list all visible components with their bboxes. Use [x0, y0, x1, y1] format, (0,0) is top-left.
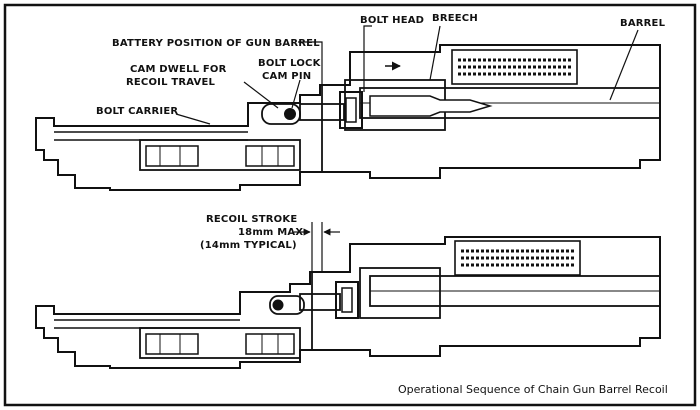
bottom-gun-mechanism [35, 236, 661, 369]
recoil-stroke-label-line3: (14mm TYPICAL) [200, 240, 297, 251]
recoil-stroke-label-line1: RECOIL STROKE [206, 214, 297, 225]
cam-dwell-label-line2: RECOIL TRAVEL [126, 77, 215, 88]
cam-dwell-label-line1: CAM DWELL FOR [130, 64, 227, 75]
figure-caption: Operational Sequence of Chain Gun Barrel… [398, 383, 668, 396]
top-gun-mechanism [35, 44, 661, 191]
battery-position-label: BATTERY POSITION OF GUN BARREL [112, 38, 320, 49]
bolt-lock-label-line2: CAM PIN [262, 71, 311, 82]
breech-label: BREECH [432, 13, 478, 24]
top-leader-lines [175, 25, 639, 125]
bolt-lock-label-line1: BOLT LOCK [258, 58, 322, 69]
barrel-label: BARREL [620, 18, 666, 29]
diagram-border [3, 3, 697, 407]
recoil-stroke-label-line2: 18mm MAX [238, 227, 303, 238]
recoil-stroke-dimension [294, 222, 340, 272]
bolt-carrier-label: BOLT CARRIER [96, 106, 178, 117]
bolt-head-label: BOLT HEAD [360, 15, 424, 26]
